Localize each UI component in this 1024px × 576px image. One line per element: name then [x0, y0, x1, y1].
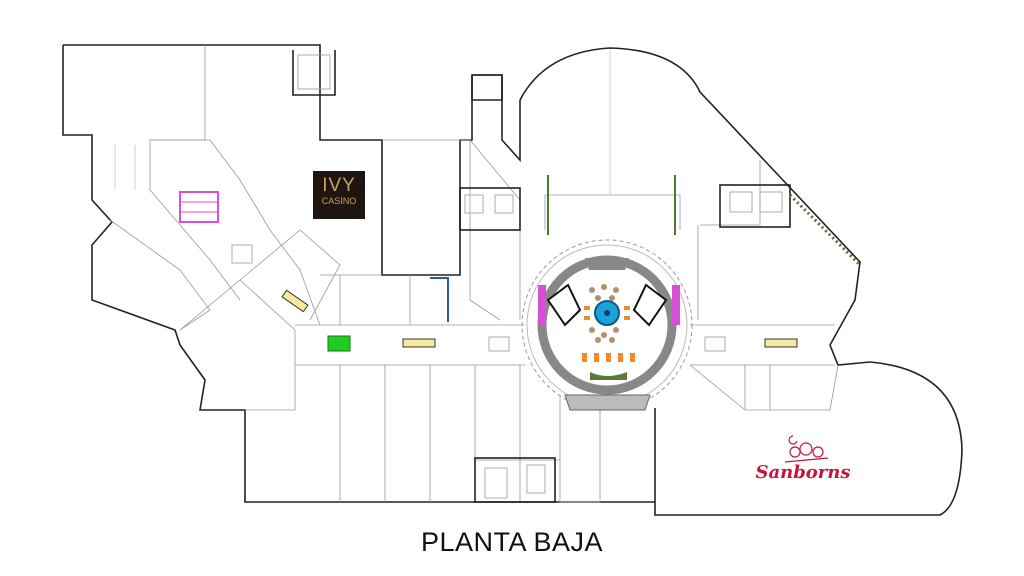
- kiosks: [281, 289, 798, 352]
- ivy-name: IVY: [322, 175, 356, 196]
- blue-partition: [430, 277, 449, 322]
- sanborns-owls-icon: [784, 435, 829, 463]
- ivy-casino-logo: [313, 171, 365, 219]
- you-are-here-marker: [327, 335, 351, 352]
- interior-walls: [109, 45, 839, 503]
- plan-title: PLANTA BAJA: [420, 527, 604, 557]
- stair-cores: [297, 54, 791, 231]
- escalator-left: [179, 191, 253, 264]
- ivy-subtitle: CASINO: [321, 196, 357, 206]
- rotunda: [521, 175, 862, 411]
- sanborns-label: Sanborns: [755, 462, 851, 483]
- ivy-casino-label: IVY CASINO: [313, 176, 365, 207]
- outer-walls: [62, 44, 963, 516]
